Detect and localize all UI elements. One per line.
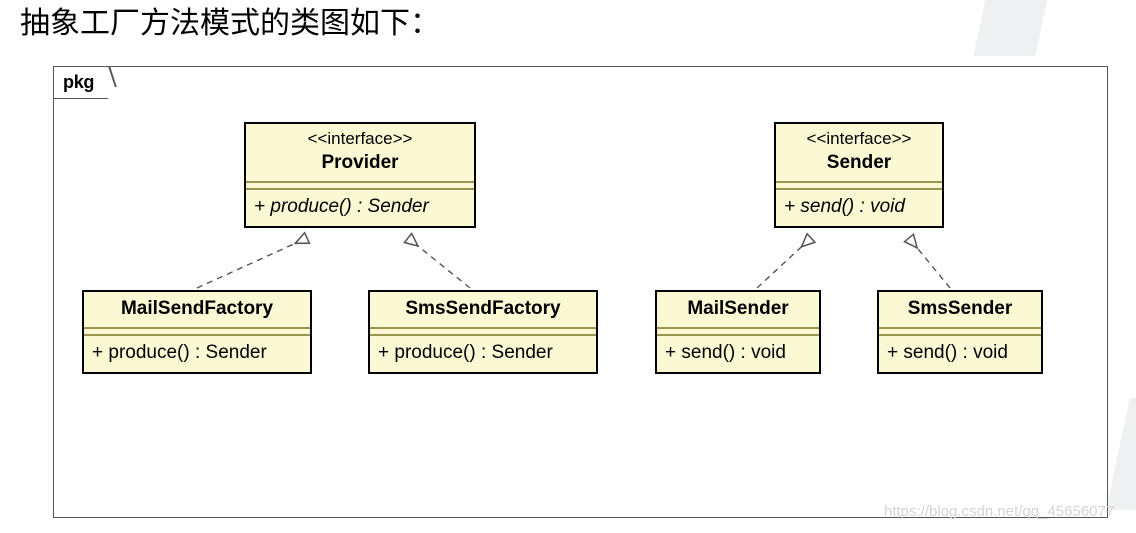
class-header: SmsSendFactory (370, 292, 596, 327)
class-members: + produce() : Sender (84, 336, 310, 372)
class-member: + produce() : Sender (92, 342, 267, 363)
class-stereotype: <<interface>> (307, 129, 413, 148)
package-frame (53, 66, 1108, 518)
class-box-mailsender[interactable]: MailSender + send() : void (655, 290, 821, 374)
class-header: <<interface>> Sender (776, 124, 942, 181)
class-name: SmsSendFactory (405, 298, 561, 319)
class-member: + send() : void (887, 342, 1008, 363)
class-name: Provider (321, 152, 399, 173)
class-box-smssendfactory[interactable]: SmsSendFactory + produce() : Sender (368, 290, 598, 374)
class-member: + send() : void (665, 342, 786, 363)
class-members: + send() : void (776, 190, 942, 226)
class-separator (879, 327, 1041, 336)
class-member: + send() : void (784, 196, 905, 217)
class-members: + send() : void (879, 336, 1041, 372)
class-name: MailSender (687, 298, 789, 319)
class-header: <<interface>> Provider (246, 124, 474, 181)
source-watermark: https://blog.csdn.net/qq_45656077 (884, 503, 1115, 520)
class-header: SmsSender (879, 292, 1041, 327)
page-title: 抽象工厂方法模式的类图如下： (20, 7, 440, 40)
class-header: MailSender (657, 292, 819, 327)
class-separator (370, 327, 596, 336)
class-box-smssender[interactable]: SmsSender + send() : void (877, 290, 1043, 374)
class-name: MailSendFactory (120, 298, 274, 319)
class-members: + produce() : Sender (370, 336, 596, 372)
class-header: MailSendFactory (84, 292, 310, 327)
class-member: + produce() : Sender (254, 196, 429, 217)
class-separator (657, 327, 819, 336)
decorative-shape-bottom-right (1106, 398, 1136, 510)
class-separator (776, 181, 942, 190)
class-stereotype: <<interface>> (806, 129, 912, 148)
class-separator (246, 181, 474, 190)
package-label: pkg (63, 72, 95, 92)
class-box-sender[interactable]: <<interface>> Sender + send() : void (774, 122, 944, 228)
class-separator (84, 327, 310, 336)
class-box-mailsendfactory[interactable]: MailSendFactory + produce() : Sender (82, 290, 312, 374)
class-members: + produce() : Sender (246, 190, 474, 226)
class-box-provider[interactable]: <<interface>> Provider + produce() : Sen… (244, 122, 476, 228)
class-name: SmsSender (907, 298, 1013, 319)
class-member: + produce() : Sender (378, 342, 553, 363)
class-members: + send() : void (657, 336, 819, 372)
class-name: Sender (826, 152, 892, 173)
decorative-shape-top-right (973, 0, 1049, 56)
